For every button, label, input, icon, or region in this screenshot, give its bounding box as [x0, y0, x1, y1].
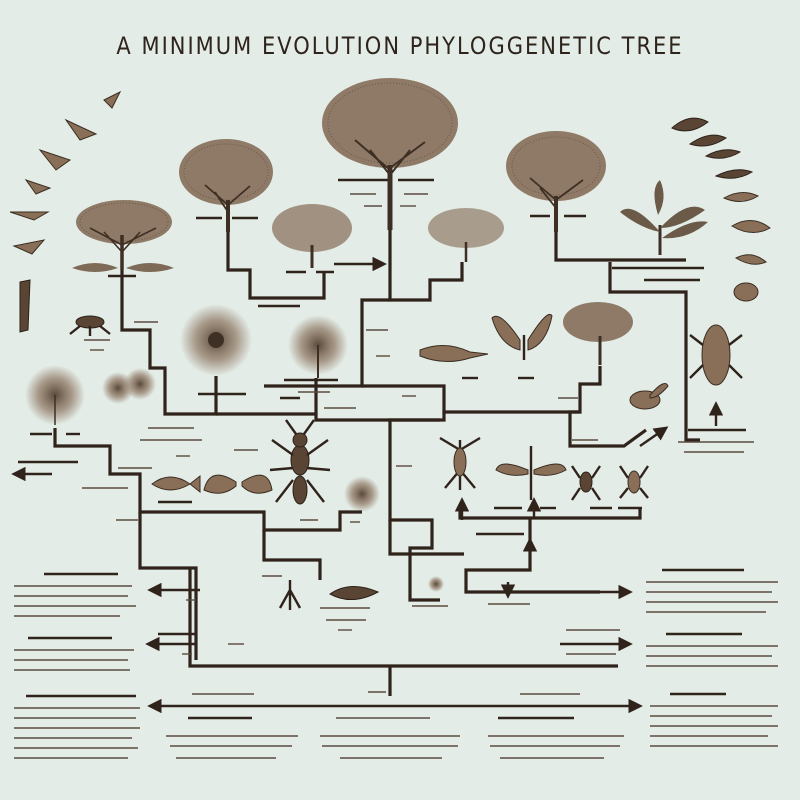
plant-icon-right [620, 180, 708, 255]
dandelion-icon-mid [180, 304, 252, 376]
tree-icon-right-mid [563, 302, 633, 365]
arrow-icon-group [11, 256, 724, 714]
root-icon [278, 580, 302, 610]
tree-icon-left-wide [72, 200, 174, 272]
dragonfly-icon [495, 446, 567, 500]
dandelion-icon-center [288, 315, 348, 378]
dandelion-icon-pair [102, 368, 156, 404]
tree-icon-left-top [179, 139, 273, 232]
fish-icon-right-column [671, 117, 771, 302]
diagram-title: A MINIMUM EVOLUTION PHYLOGGENETIC TREE [116, 32, 684, 60]
fly-icon-right [629, 383, 669, 410]
moth-icon-mid [203, 474, 273, 494]
tree-icon-small-mid [272, 204, 352, 268]
dandelion-icon-left [25, 365, 85, 425]
beetle-icon-right [689, 324, 743, 386]
mosquito-icon [439, 436, 481, 490]
ant-icon-small-1 [571, 465, 601, 501]
insect-icon-large-center [269, 419, 331, 505]
tree-icon-small-right [428, 208, 504, 262]
tree-icon-center-top [322, 78, 458, 230]
butterfly-icon [491, 314, 553, 360]
insect-icon-left-column [9, 90, 122, 333]
tree-branches [53, 230, 700, 696]
sea-urchin-icon [344, 476, 380, 512]
flower-icon-bottom [428, 576, 444, 592]
crawler-icon-left [69, 315, 111, 336]
tree-icon-right-top [506, 131, 606, 232]
illegible-annotation-scribbles [14, 178, 778, 759]
fish-icon-mid [151, 474, 201, 494]
fish-icon-bottom [329, 586, 380, 600]
ant-icon-small-2 [619, 465, 649, 499]
lizard-icon [419, 345, 489, 362]
